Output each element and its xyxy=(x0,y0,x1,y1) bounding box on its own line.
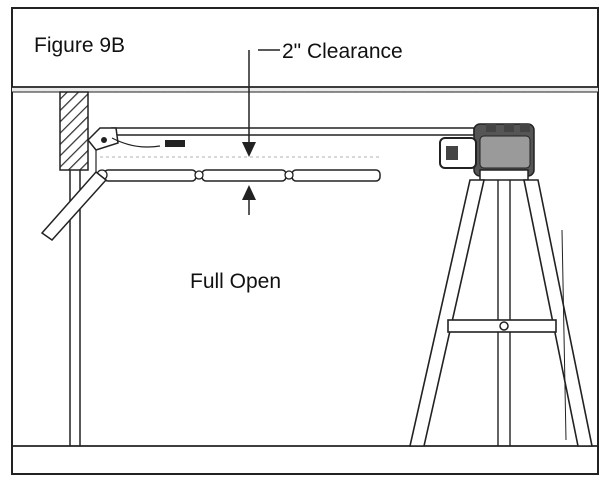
figure-border xyxy=(11,7,599,475)
ladder-icon xyxy=(408,179,593,447)
garage-door-panel-icon xyxy=(40,150,381,241)
opener-motor-icon xyxy=(439,123,535,181)
clearance-label: 2" Clearance xyxy=(282,40,403,63)
ceiling-band xyxy=(12,87,598,92)
clearance-arrow-icon xyxy=(100,49,380,215)
door-header-icon xyxy=(59,91,89,171)
position-label: Full Open xyxy=(190,270,282,293)
opener-rail xyxy=(86,127,475,151)
figure-title: Figure 9B xyxy=(34,34,126,57)
